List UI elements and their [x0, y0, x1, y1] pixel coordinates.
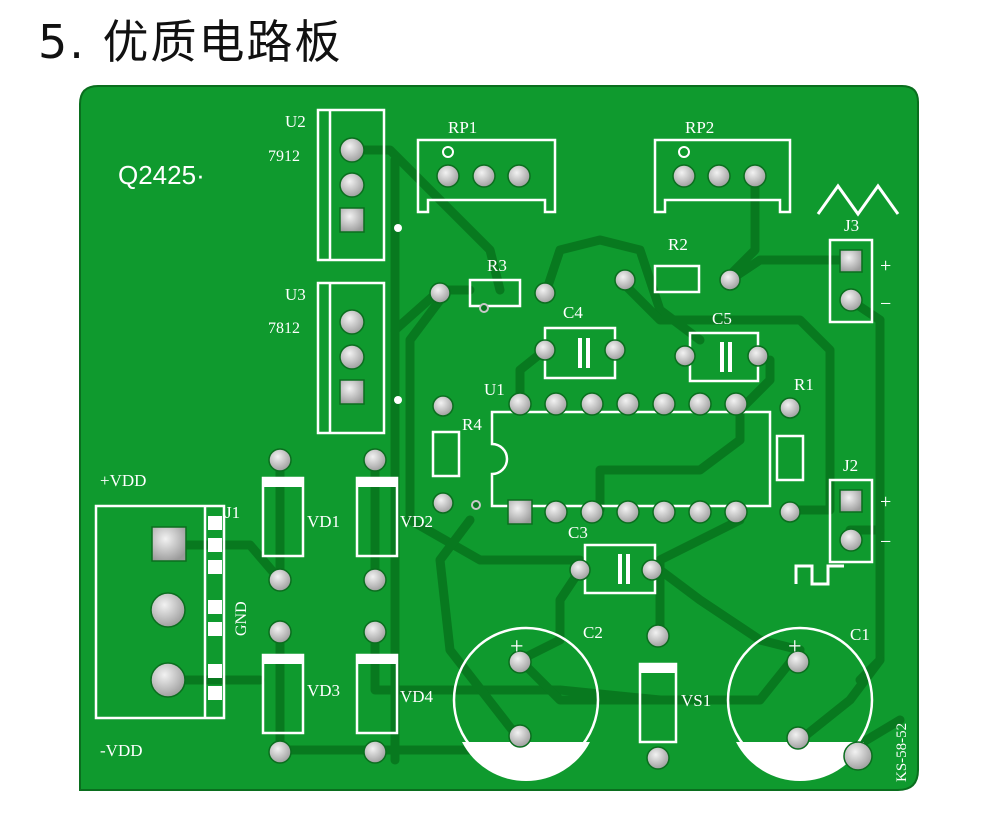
label-rp1: RP1 — [448, 118, 477, 137]
silkscreen-outlines — [94, 108, 874, 774]
label-vs1: VS1 — [681, 691, 711, 710]
silkscreen-fills — [208, 224, 864, 782]
label-vd1: VD1 — [307, 512, 340, 531]
label-j2-plus: + — [880, 491, 891, 513]
label-r2: R2 — [668, 235, 688, 254]
label-vdd-positive: +VDD — [100, 471, 146, 490]
label-j3: J3 — [844, 216, 859, 235]
label-c1-plus: + — [788, 634, 802, 660]
label-u3-part: 7812 — [268, 320, 300, 337]
label-u2-part: 7912 — [268, 148, 300, 165]
label-vd4: VD4 — [400, 687, 434, 706]
label-c2-plus: + — [510, 634, 524, 660]
board-id: KS-58-52 — [894, 723, 910, 782]
label-j2: J2 — [843, 456, 858, 475]
label-r4: R4 — [462, 415, 482, 434]
label-u1: U1 — [484, 380, 505, 399]
label-j3-plus: + — [880, 255, 891, 277]
label-rp2: RP2 — [685, 118, 714, 137]
label-vd3: VD3 — [307, 681, 340, 700]
label-c5: C5 — [712, 309, 732, 328]
label-c3: C3 — [568, 523, 588, 542]
label-j2-minus: − — [880, 531, 891, 553]
label-j1: J1 — [225, 503, 240, 522]
square-wave-icon — [794, 564, 844, 586]
label-vd2: VD2 — [400, 512, 433, 531]
triangle-wave-icon — [816, 183, 900, 217]
solder-pads — [150, 137, 873, 771]
label-j3-minus: − — [880, 293, 891, 315]
label-u3: U3 — [285, 285, 306, 304]
label-c4: C4 — [563, 303, 583, 322]
label-c1: C1 — [850, 625, 870, 644]
page-title: 5. 优质电路板 — [38, 15, 343, 69]
label-u2: U2 — [285, 112, 306, 131]
label-r1: R1 — [794, 375, 814, 394]
board-body — [80, 86, 918, 790]
label-c2: C2 — [583, 623, 603, 642]
label-vdd-negative: -VDD — [100, 741, 143, 760]
board-code: Q2425· — [118, 160, 205, 190]
label-gnd: GND — [233, 601, 250, 636]
label-r3: R3 — [487, 256, 507, 275]
